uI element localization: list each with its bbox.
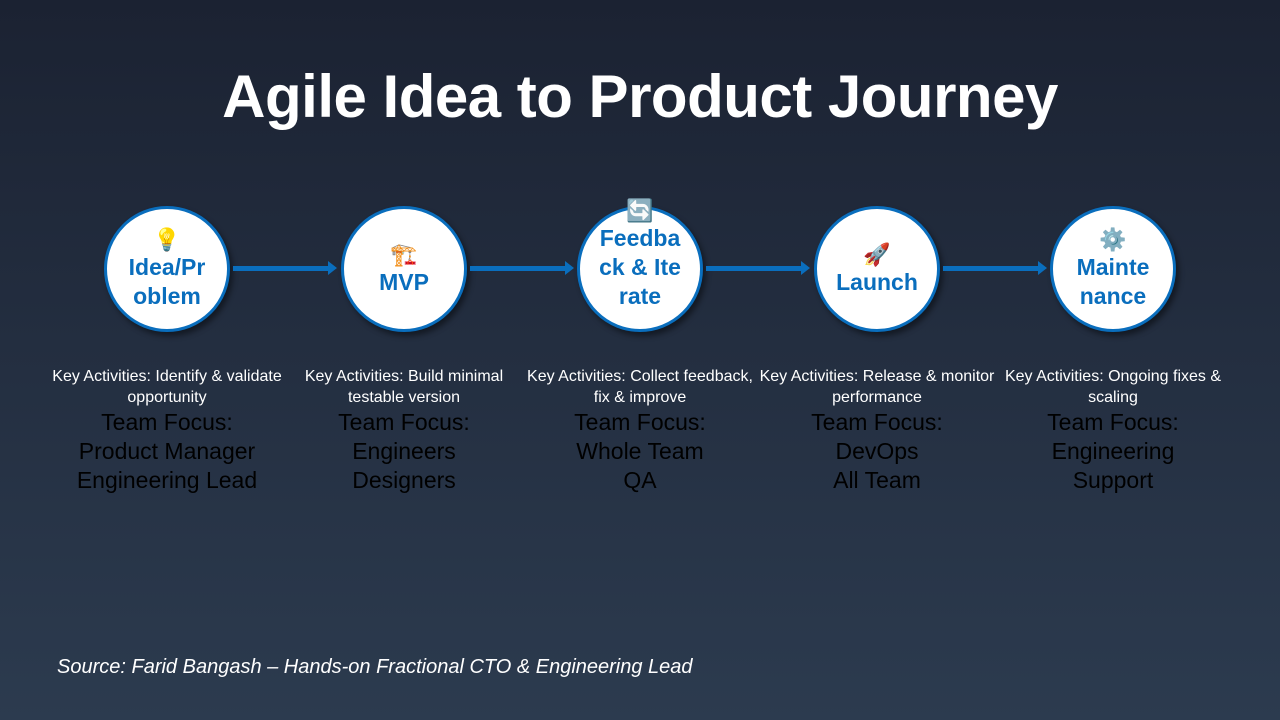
team-focus: Team Focus: DevOps All Team bbox=[757, 408, 997, 495]
slide-title: Agile Idea to Product Journey bbox=[222, 63, 1058, 130]
step-label: MVP bbox=[379, 268, 429, 295]
team-member: Engineers bbox=[352, 438, 456, 464]
team-member: QA bbox=[623, 467, 657, 493]
team-member: All Team bbox=[833, 467, 921, 493]
team-focus-heading: Team Focus: bbox=[574, 409, 706, 435]
team-focus: Team Focus: Engineering Support bbox=[993, 408, 1233, 495]
team-member: DevOps bbox=[835, 438, 919, 464]
flow-arrow bbox=[470, 261, 574, 275]
step-label-wrap: 💡 Idea/Problem bbox=[125, 227, 209, 311]
lightbulb-icon: 💡 bbox=[153, 227, 181, 252]
step-circle: ⚙️ Maintenance bbox=[1050, 206, 1176, 332]
key-activities: Key Activities: Identify & validate oppo… bbox=[52, 368, 282, 406]
cycle-arrows-icon: 🔄 bbox=[626, 197, 654, 223]
step-label: Idea/Problem bbox=[128, 254, 206, 309]
gear-icon: ⚙️ bbox=[1099, 227, 1127, 252]
team-focus-heading: Team Focus: bbox=[338, 409, 470, 435]
crane-icon: 🏗️ bbox=[390, 241, 418, 267]
key-activities: Key Activities: Build minimal testable v… bbox=[304, 368, 504, 406]
step-label: Launch bbox=[836, 268, 918, 295]
step-label-wrap: ⚙️ Maintenance bbox=[1071, 227, 1155, 311]
source-caption: Source: Farid Bangash – Hands-on Fractio… bbox=[57, 656, 693, 678]
key-activities: Key Activities: Collect feedback, fix & … bbox=[527, 368, 753, 406]
key-activities: Key Activities: Release & monitor perfor… bbox=[759, 368, 995, 406]
step-label: Feedback & Iterate bbox=[599, 224, 681, 309]
step-circle: 🏗️ MVP bbox=[341, 206, 467, 332]
team-member: Designers bbox=[352, 467, 456, 493]
team-focus-heading: Team Focus: bbox=[101, 409, 233, 435]
flow-arrow bbox=[706, 261, 810, 275]
step-label-wrap: 🔄 Feedback & Iterate bbox=[598, 198, 682, 311]
step-label-wrap: 🚀 Launch bbox=[835, 242, 919, 297]
key-activities: Key Activities: Ongoing fixes & scaling bbox=[1004, 368, 1222, 406]
team-focus: Team Focus: Whole Team QA bbox=[520, 408, 760, 495]
team-member: Product Manager bbox=[78, 438, 256, 464]
team-member: Whole Team bbox=[576, 438, 704, 464]
step-circle: 🚀 Launch bbox=[814, 206, 940, 332]
team-focus: Team Focus: Product Manager Engineering … bbox=[47, 408, 287, 495]
team-focus-heading: Team Focus: bbox=[1047, 409, 1179, 435]
team-member: Engineering bbox=[1051, 438, 1175, 464]
team-focus: Team Focus: Engineers Designers bbox=[284, 408, 524, 495]
step-circle: 🔄 Feedback & Iterate bbox=[577, 198, 703, 332]
team-member: Engineering Lead bbox=[76, 467, 258, 493]
flow-arrow bbox=[233, 261, 337, 275]
team-member: Support bbox=[1072, 467, 1154, 493]
step-label-wrap: 🏗️ MVP bbox=[362, 242, 446, 297]
team-focus-heading: Team Focus: bbox=[811, 409, 943, 435]
flow-arrow bbox=[943, 261, 1047, 275]
rocket-icon: 🚀 bbox=[863, 241, 891, 267]
step-circle: 💡 Idea/Problem bbox=[104, 206, 230, 332]
step-label: Maintenance bbox=[1076, 254, 1150, 309]
